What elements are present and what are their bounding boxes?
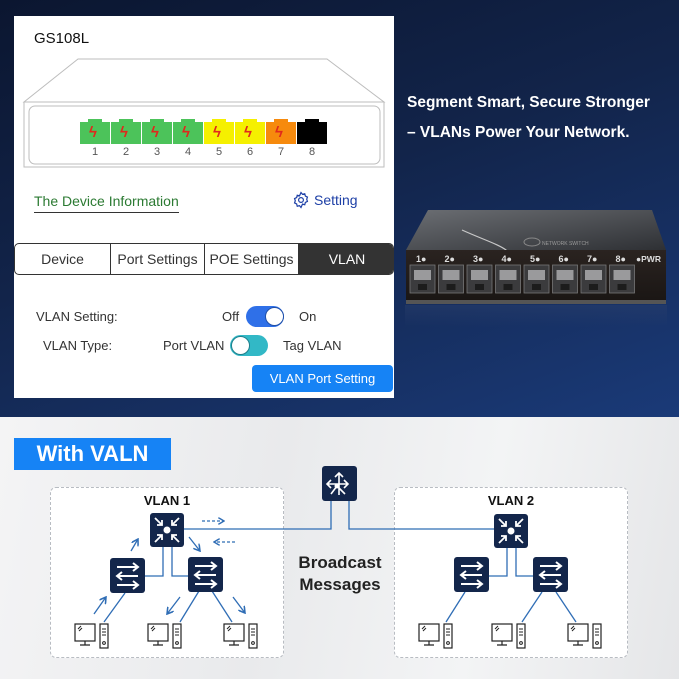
tab-port-settings[interactable]: Port Settings <box>111 244 205 274</box>
rj45-port-1: 1● <box>409 254 436 294</box>
headline: Segment Smart, Secure Stronger – VLANs P… <box>407 88 650 148</box>
vlan-setting-toggle[interactable] <box>246 306 284 327</box>
router-icon <box>322 466 357 501</box>
port-number-label: 6 <box>246 146 254 158</box>
svg-text:3●: 3● <box>473 254 483 264</box>
vlan-2-title: VLAN 2 <box>487 493 535 508</box>
app-panel: GS108L ϟ 1 ϟ 2 ϟ 3 ϟ 4 ϟ 5 ϟ 6 ϟ 7 8 The Device Inform… <box>14 16 394 398</box>
svg-text:6●: 6● <box>559 254 569 264</box>
port-number-label: 8 <box>308 146 316 158</box>
rj45-port-2: 2● <box>438 254 464 294</box>
device-information-link[interactable]: The Device Information <box>34 193 179 213</box>
svg-text:5●: 5● <box>530 254 540 264</box>
port-number-label: 7 <box>277 146 285 158</box>
poe-lightning-icon: ϟ <box>244 124 252 141</box>
svg-text:1●: 1● <box>416 254 426 264</box>
rj45-port-4: 4● <box>495 254 521 294</box>
vlan2-pc-1-icon <box>418 623 453 649</box>
broadcast-messages-label: Broadcast Messages <box>298 553 382 594</box>
poe-lightning-icon: ϟ <box>89 124 97 141</box>
switch-hardware-image: NETWORK SWITCH 1● 2● 3● 4● 5● 6● 7● 8● ●PWR <box>406 210 666 304</box>
vlan1-core-switch-icon <box>149 512 185 548</box>
port-1-status[interactable]: ϟ <box>80 119 110 144</box>
vlan-type-label: VLAN Type: <box>43 338 113 353</box>
port-number-label: 2 <box>122 146 130 158</box>
headline-line-1: Segment Smart, Secure Stronger <box>407 94 650 111</box>
vlan1-switch-left-icon <box>109 557 146 594</box>
port-vlan-label: Port VLAN <box>163 338 225 353</box>
gear-icon <box>293 191 309 209</box>
svg-text:8●: 8● <box>616 254 626 264</box>
settings-tabs: Device Port Settings POE Settings VLAN <box>14 243 394 275</box>
rj45-port-5: 5● <box>523 254 550 294</box>
port-number-label: 1 <box>91 146 99 158</box>
vlan-setting-label: VLAN Setting: <box>36 309 118 324</box>
svg-text:NETWORK SWITCH: NETWORK SWITCH <box>542 241 589 247</box>
vlan-port-setting-button[interactable]: VLAN Port Setting <box>252 365 393 392</box>
device-model-title: GS108L <box>34 30 90 47</box>
port-number-label: 4 <box>184 146 192 158</box>
poe-lightning-icon: ϟ <box>213 124 221 141</box>
vlan2-core-switch-icon <box>493 513 529 549</box>
port-number-label: 5 <box>215 146 223 158</box>
svg-text:4●: 4● <box>502 254 512 264</box>
switch-reflection <box>405 305 667 327</box>
rj45-port-3: 3● <box>466 254 493 294</box>
port-3-status[interactable]: ϟ <box>142 119 172 144</box>
vlan1-pc-1-icon <box>74 623 109 649</box>
tab-poe-settings[interactable]: POE Settings <box>205 244 299 274</box>
port-number-label: 3 <box>153 146 161 158</box>
rj45-port-6: 6● <box>552 254 578 294</box>
vlan2-switch-left-icon <box>453 556 490 593</box>
svg-text:2●: 2● <box>445 254 455 264</box>
vlan2-pc-2-icon <box>491 623 526 649</box>
vlan1-pc-2-icon <box>147 623 182 649</box>
poe-lightning-icon: ϟ <box>151 124 159 141</box>
svg-text:7●: 7● <box>587 254 597 264</box>
pwr-label: ●PWR <box>636 254 661 264</box>
vlan-setting-off-label: Off <box>222 309 240 324</box>
rj45-port-8: 8● <box>609 254 635 294</box>
with-vlan-badge: With VALN <box>14 438 171 470</box>
rj45-port-7: 7● <box>580 254 607 294</box>
port-5-status[interactable]: ϟ <box>204 119 234 144</box>
port-4-status[interactable]: ϟ <box>173 119 203 144</box>
port-6-status[interactable]: ϟ <box>235 119 265 144</box>
poe-lightning-icon: ϟ <box>182 124 190 141</box>
tag-vlan-label: Tag VLAN <box>283 338 342 353</box>
setting-label: Setting <box>314 192 358 208</box>
poe-lightning-icon: ϟ <box>275 124 283 141</box>
vlan2-pc-3-icon <box>567 623 602 649</box>
port-8-status[interactable] <box>297 119 327 144</box>
vlan1-switch-right-icon <box>187 556 224 593</box>
vlan-setting-on-label: On <box>299 309 317 324</box>
setting-link[interactable]: Setting <box>292 191 358 209</box>
vlan1-pc-3-icon <box>223 623 258 649</box>
vlan-1-title: VLAN 1 <box>143 493 191 508</box>
vlan2-switch-right-icon <box>532 556 569 593</box>
headline-line-2: – VLANs Power Your Network. <box>407 124 630 141</box>
port-2-status[interactable]: ϟ <box>111 119 141 144</box>
vlan-type-toggle[interactable] <box>230 335 268 356</box>
poe-lightning-icon: ϟ <box>120 124 128 141</box>
port-7-status[interactable]: ϟ <box>266 119 296 144</box>
tab-vlan[interactable]: VLAN <box>299 244 393 274</box>
tab-device[interactable]: Device <box>15 244 111 274</box>
